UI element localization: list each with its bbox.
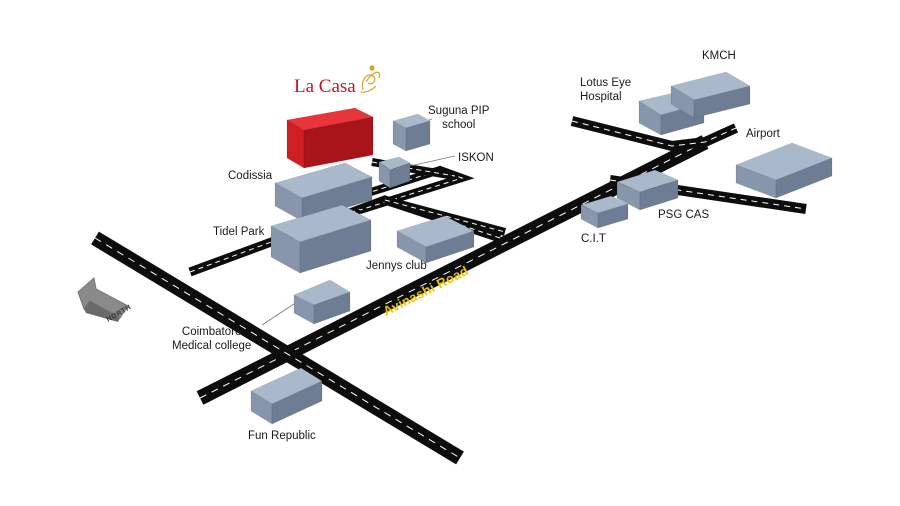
- building-tidel: [270, 204, 372, 274]
- building-suguna: [392, 113, 431, 152]
- building-iskon: [378, 156, 411, 189]
- label-psg-cas: PSG CAS: [658, 209, 710, 221]
- brand-name: La Casa: [294, 76, 356, 97]
- building-cit-right-wall: [597, 203, 629, 229]
- landmark-buildings: [250, 71, 833, 425]
- label-airport: Airport: [746, 128, 780, 140]
- building-iskon-right-wall: [389, 162, 411, 189]
- building-kmch: [670, 71, 751, 119]
- building-kmch-right-wall: [693, 85, 751, 119]
- building-psg: [616, 169, 679, 211]
- building-la-casa-right-wall: [303, 116, 374, 169]
- building-psg-right-wall: [639, 179, 679, 211]
- building-codissia-right-wall: [301, 176, 373, 222]
- north-arrow-icon: [77, 277, 129, 322]
- building-fun-right-wall: [271, 380, 323, 425]
- la-casa-logo: La Casa: [294, 65, 381, 97]
- label-kmch: KMCH: [702, 50, 736, 62]
- label-iskon: ISKON: [458, 152, 494, 164]
- label-codissia: Codissia: [228, 170, 273, 182]
- building-la-casa: [286, 107, 374, 169]
- label-cit: C.I.T: [581, 233, 606, 245]
- building-airport-right-wall: [775, 157, 833, 199]
- building-jennys: [396, 215, 475, 264]
- building-jennys-right-wall: [425, 230, 475, 264]
- building-airport: [735, 142, 833, 199]
- north-compass: NORTH: [77, 277, 133, 324]
- building-suguna-right-wall: [405, 120, 431, 152]
- label-jennys-club: Jennys club: [366, 260, 427, 272]
- ornament-icon: [360, 65, 381, 93]
- building-tidel-right-wall: [299, 219, 372, 274]
- cross-road: [91, 231, 464, 465]
- label-tidel-park: Tidel Park: [213, 226, 265, 238]
- label-fun-republic: Fun Republic: [248, 430, 316, 442]
- road-network: Avinashi Road: [91, 116, 807, 465]
- building-cmc-right-wall: [313, 291, 351, 325]
- road-to-kmch: [570, 116, 739, 152]
- building-fun: [250, 367, 323, 425]
- building-cit: [580, 195, 629, 229]
- building-cmc: [293, 279, 351, 325]
